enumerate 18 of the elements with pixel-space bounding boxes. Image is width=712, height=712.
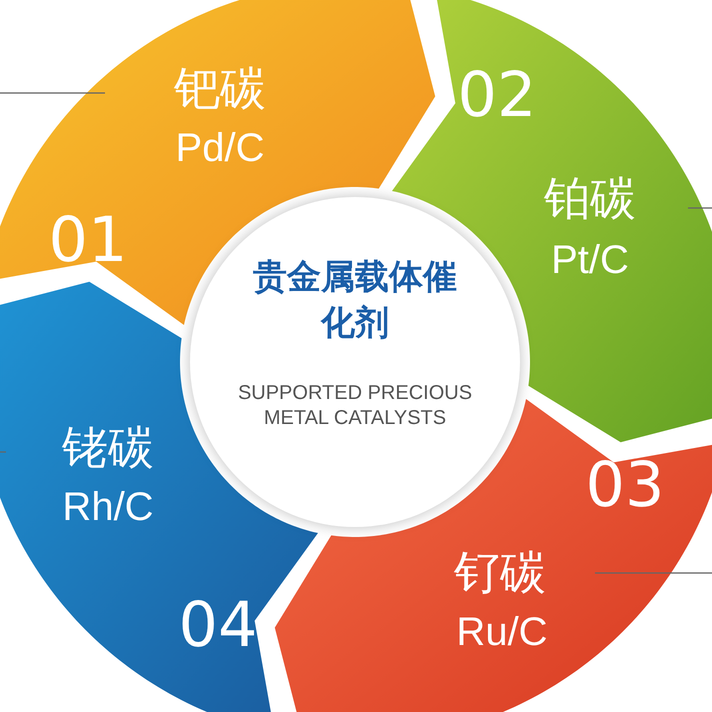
segment-subtitle: Ru/C: [456, 612, 548, 652]
segment-title: 铂碳: [544, 175, 636, 221]
segment-title: 钌碳: [454, 549, 546, 595]
segment-subtitle: Pd/C: [176, 128, 264, 168]
segment-title: 铑碳: [62, 424, 154, 470]
step-number: 02: [458, 64, 536, 126]
leader-line: [595, 572, 712, 574]
leader-line: [0, 92, 105, 94]
step-number: 04: [178, 594, 258, 656]
segment-subtitle: Rh/C: [62, 487, 154, 527]
segment-subtitle: Pt/C: [551, 240, 629, 280]
leader-line: [688, 207, 712, 209]
segment-title: 钯碳: [174, 65, 266, 111]
step-number: 01: [48, 209, 128, 271]
leader-line: [0, 451, 6, 453]
center-title: 贵金属载体催化剂: [252, 256, 458, 345]
step-number: 03: [586, 454, 664, 516]
center-subtitle: SUPPORTED PRECIOUS METAL CATALYSTS: [236, 381, 474, 431]
